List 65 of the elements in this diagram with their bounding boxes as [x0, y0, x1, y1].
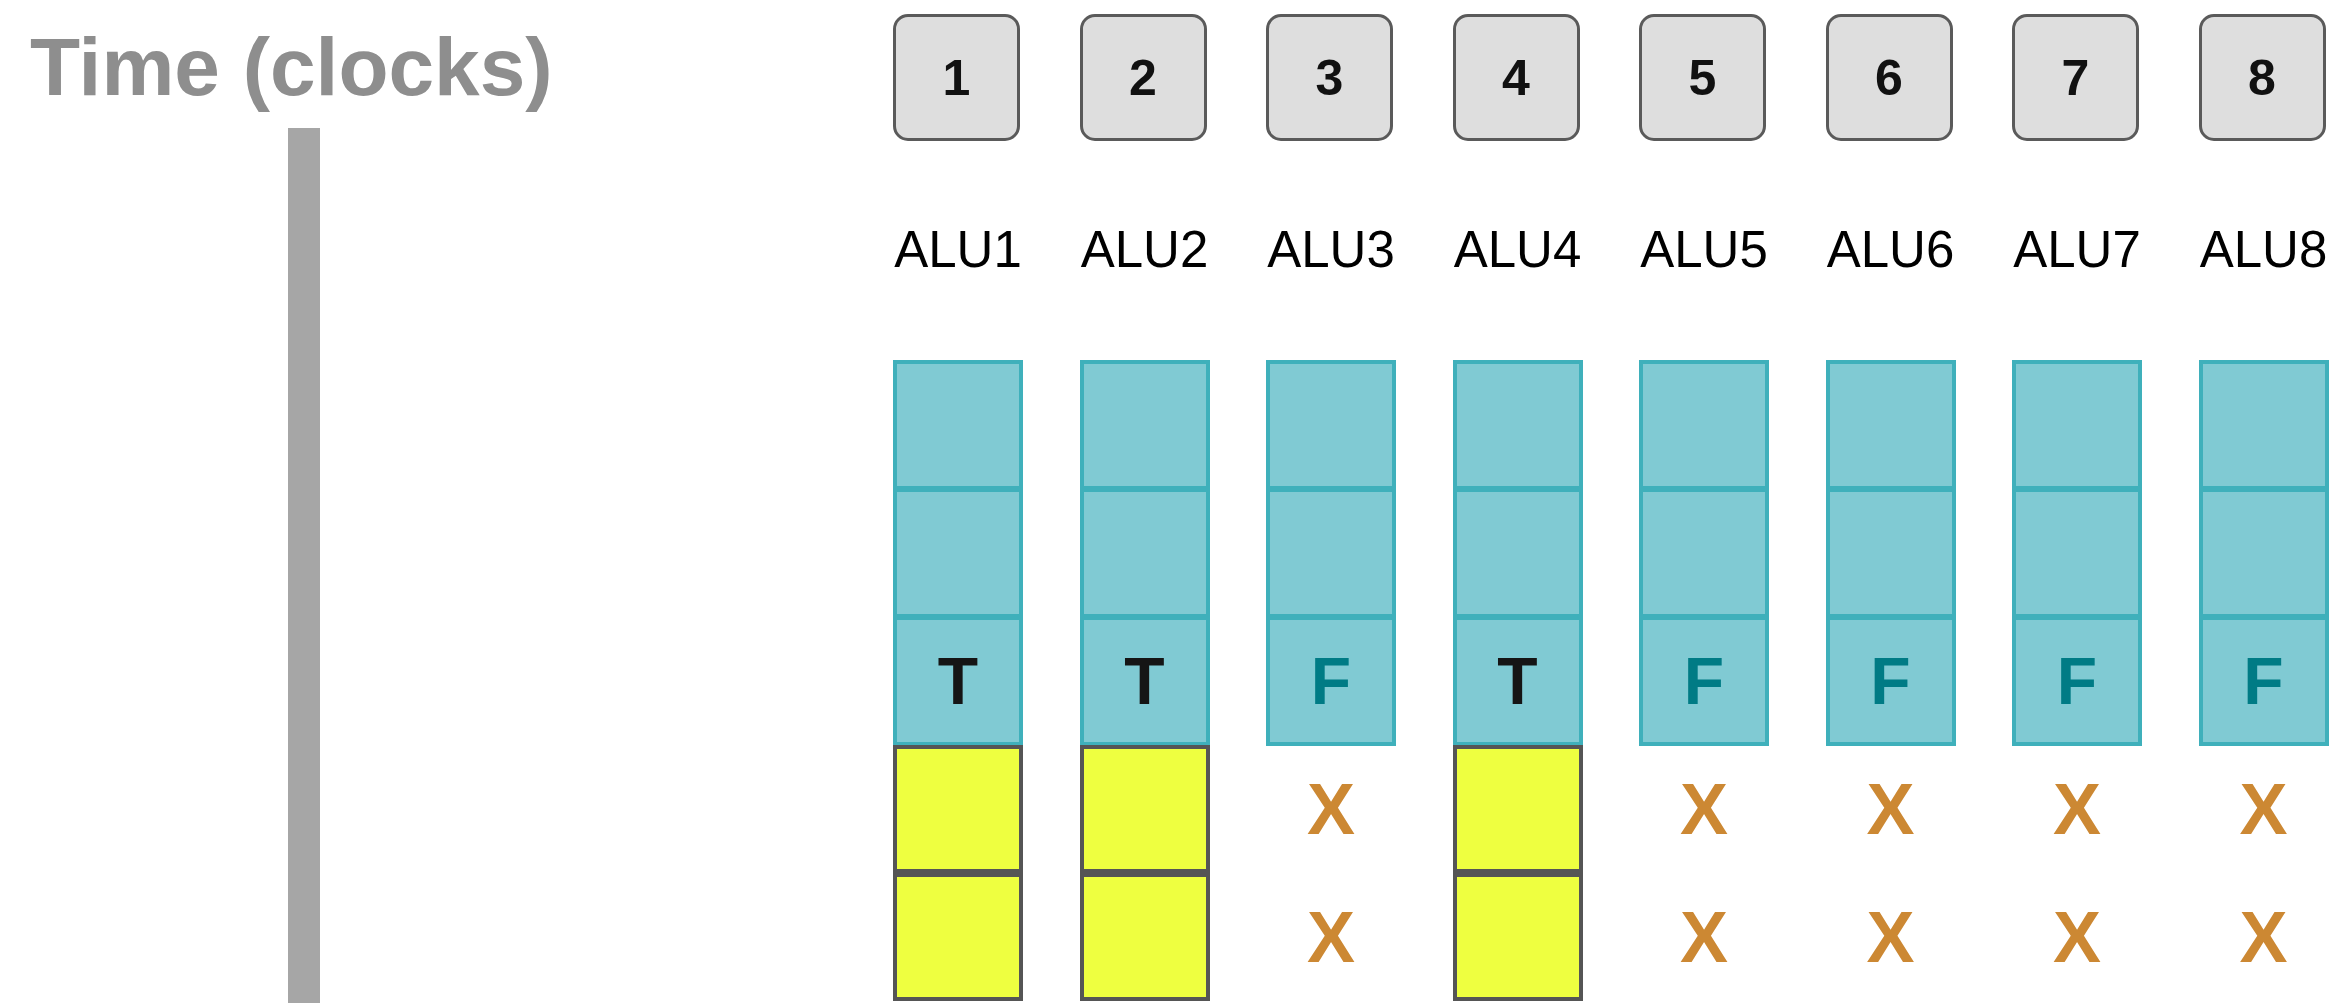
register-cell: [1452, 616, 1583, 746]
step-number-box: 2: [1079, 14, 1207, 141]
register-cell: [1639, 616, 1769, 746]
register-cell: [1452, 488, 1583, 618]
register-cell: [1452, 360, 1583, 490]
masked-mark: X: [1680, 897, 1728, 977]
register-cell: [2198, 488, 2329, 618]
cell-letter: T: [1124, 648, 1165, 714]
register-cell: [893, 616, 1023, 746]
register-cell: [1825, 360, 1956, 490]
register-cell: [1266, 488, 1396, 618]
cell-letter: T: [937, 648, 979, 714]
register-cell: [1825, 616, 1956, 746]
register-cell: [1079, 616, 1210, 746]
masked-mark: X: [2239, 769, 2288, 849]
active-cell: [1079, 873, 1210, 1001]
alu-label: ALU3: [1266, 220, 1396, 279]
time-axis: [288, 128, 320, 1003]
alu-label: ALU1: [893, 220, 1023, 279]
masked-mark: X: [1866, 897, 1915, 977]
register-cell: [893, 488, 1023, 618]
cell-letter: F: [2243, 648, 2284, 714]
cell-letter: F: [1870, 648, 1911, 714]
alu-label: ALU8: [2198, 220, 2329, 279]
alu-label: ALU2: [1079, 220, 1210, 279]
alu-label: ALU6: [1825, 220, 1956, 279]
active-cell: [1079, 745, 1210, 873]
register-cell: [2198, 616, 2329, 746]
step-number-box: 6: [1825, 14, 1953, 141]
register-cell: [1639, 360, 1769, 490]
masked-mark: X: [1307, 897, 1355, 977]
cell-letter: T: [1497, 648, 1538, 714]
active-cell: [893, 873, 1023, 1001]
cell-letter: F: [1683, 648, 1725, 714]
step-number-box: 4: [1452, 14, 1580, 141]
step-number-box: 5: [1639, 14, 1766, 141]
register-cell: [1079, 360, 1210, 490]
register-cell: [1825, 488, 1956, 618]
register-cell: [2012, 616, 2142, 746]
masked-mark: X: [2053, 769, 2101, 849]
active-cell: [893, 745, 1023, 873]
register-cell: [2012, 488, 2142, 618]
masked-mark: X: [1866, 769, 1915, 849]
active-cell: [1452, 873, 1583, 1001]
step-number-box: 7: [2012, 14, 2139, 141]
masked-mark: X: [2053, 897, 2101, 977]
register-cell: [1639, 488, 1769, 618]
step-number-box: 8: [2198, 14, 2326, 141]
cell-letter: F: [1310, 648, 1352, 714]
cell-letter: F: [2056, 648, 2098, 714]
register-cell: [893, 360, 1023, 490]
register-cell: [2012, 360, 2142, 490]
masked-mark: X: [1680, 769, 1728, 849]
masked-mark: X: [2239, 897, 2288, 977]
register-cell: [1266, 616, 1396, 746]
register-cell: [1079, 488, 1210, 618]
register-cell: [2198, 360, 2329, 490]
active-cell: [1452, 745, 1583, 873]
alu-label: ALU4: [1452, 220, 1583, 279]
step-number-box: 3: [1266, 14, 1393, 141]
alu-label: ALU7: [2012, 220, 2142, 279]
register-cell: [1266, 360, 1396, 490]
masked-mark: X: [1307, 769, 1355, 849]
step-number-box: 1: [893, 14, 1020, 141]
alu-label: ALU5: [1639, 220, 1769, 279]
